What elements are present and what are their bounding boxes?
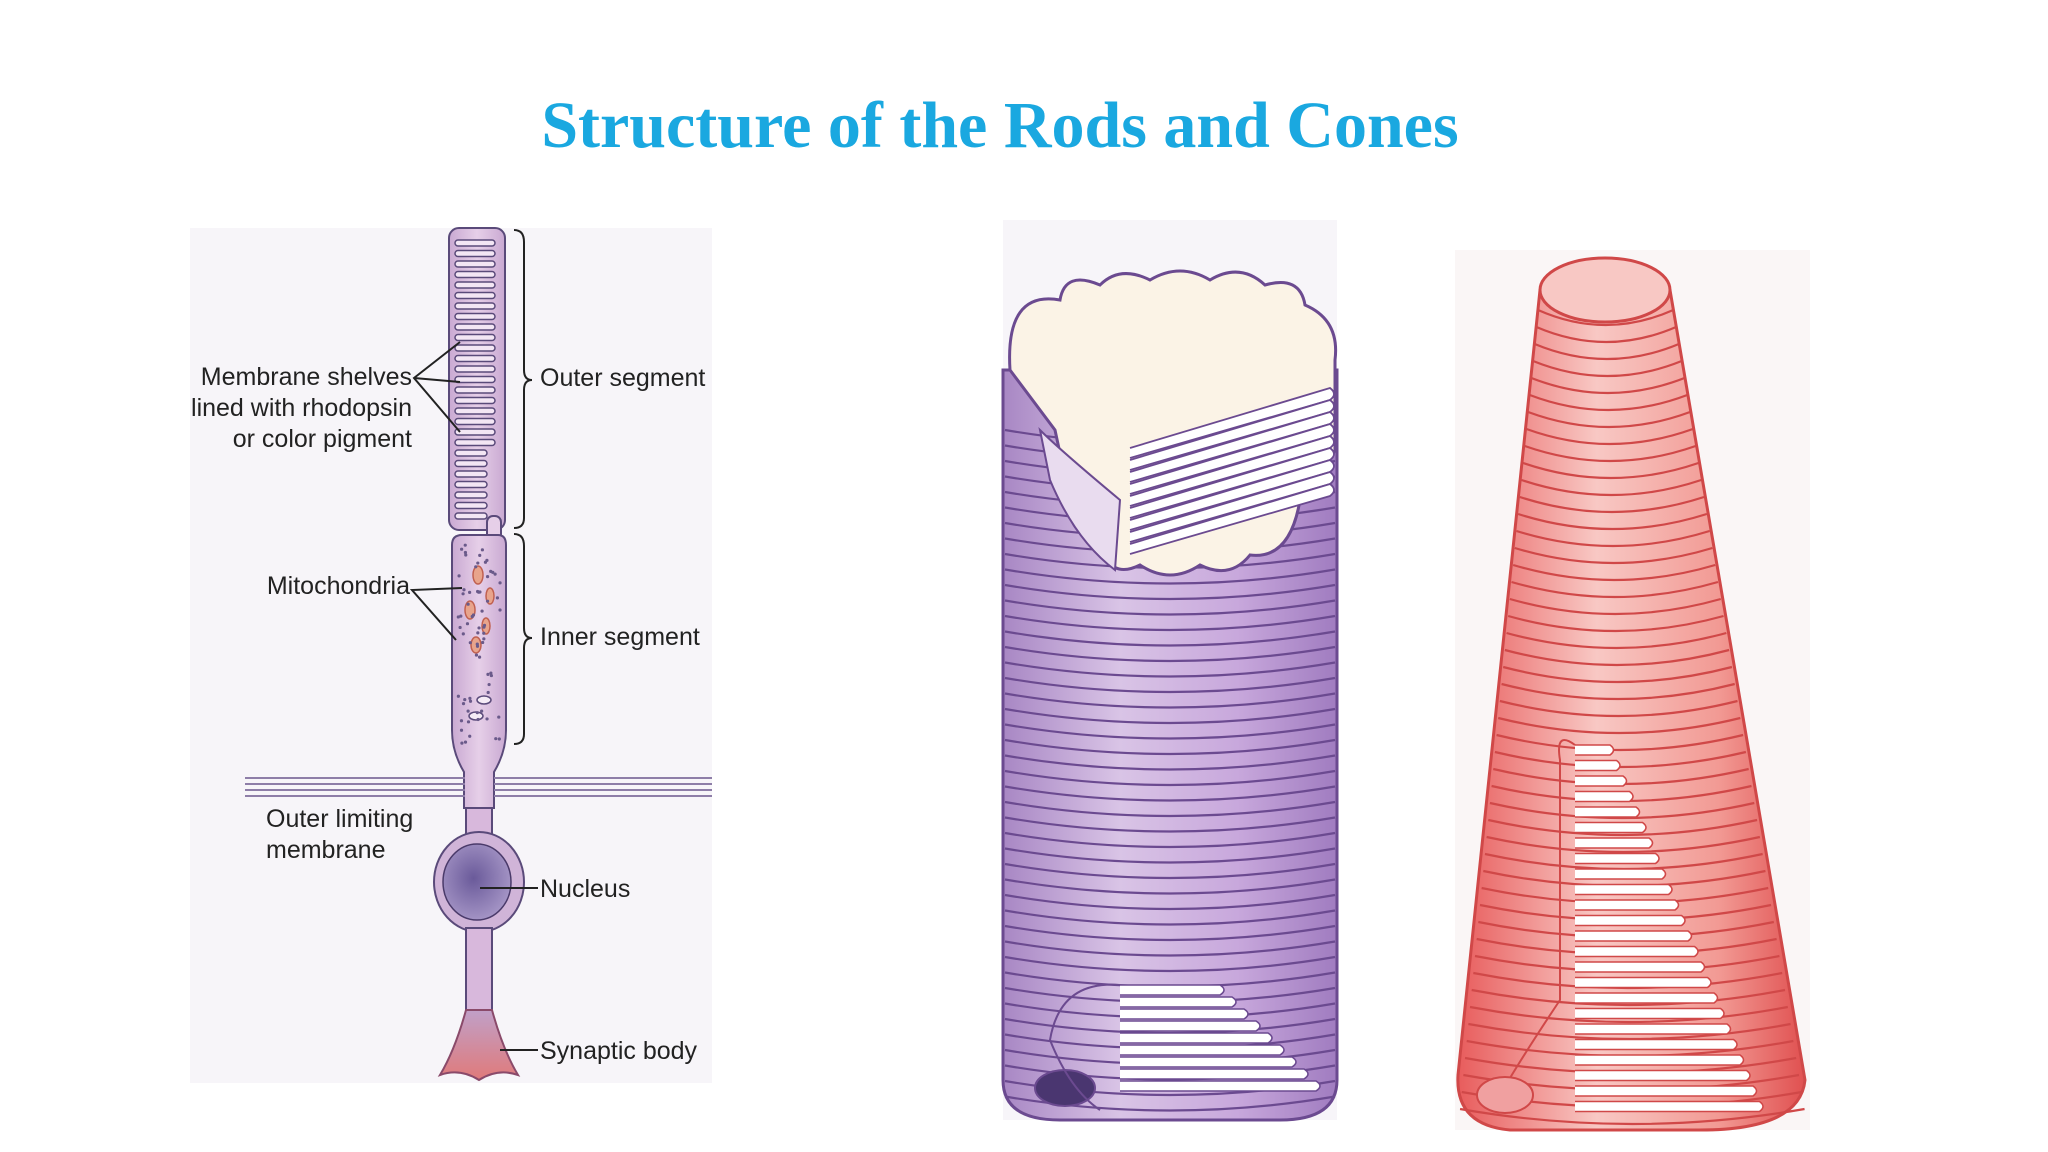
label-inner-segment: Inner segment (540, 623, 700, 651)
rod-3d-illustration (1001, 220, 1339, 1122)
cytoplasm-dots (456, 543, 502, 745)
rod-3d-opening (1034, 1069, 1096, 1107)
cone-3d-opening (1476, 1076, 1534, 1114)
label-outer-segment: Outer segment (540, 364, 706, 392)
rod-3d-top-folds (1129, 387, 1335, 555)
outer-segment-brace (513, 229, 533, 529)
inner-segment-brace (513, 533, 533, 745)
label-outer-limiting-membrane: Outer limiting membrane (266, 805, 414, 864)
label-membrane-shelves: Membrane shelves lined with rhodopsin or… (191, 363, 412, 453)
cone-3d-illustration (1455, 250, 1810, 1132)
nucleus-shape (442, 843, 512, 921)
membrane-shelves (454, 239, 496, 520)
rod-3d-peeled-flap (1038, 426, 1122, 572)
outer-limiting-membrane-lines (245, 777, 712, 797)
cone-3d-disc-rings (1459, 308, 1805, 1126)
cone-3d-inner-folds (1499, 739, 1764, 1113)
label-mitochondria: Mitochondria (266, 572, 410, 600)
leader-lines (409, 341, 538, 1051)
label-synaptic-body: Synaptic body (540, 1037, 698, 1065)
cone-3d-top (1538, 256, 1672, 324)
rod-3d-cylinder (1001, 368, 1339, 1122)
rod-3d-bottom-folds (1048, 983, 1321, 1111)
slide-title: Structure of the Rods and Cones (541, 89, 1459, 162)
label-nucleus: Nucleus (540, 875, 631, 903)
